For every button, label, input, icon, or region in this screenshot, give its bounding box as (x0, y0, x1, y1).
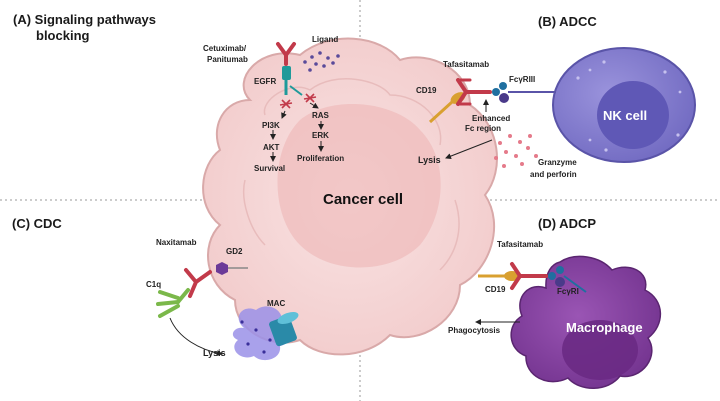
macrophage-label: Macrophage (566, 320, 643, 335)
nk-cell-label: NK cell (603, 108, 648, 123)
enhanced-label-1: Enhanced (472, 114, 511, 123)
akt-label: AKT (263, 143, 280, 152)
cancer-nucleus (277, 103, 441, 268)
ligand-label: Ligand (312, 35, 339, 44)
antibody-a-label-2: Panitumab (207, 55, 248, 64)
proliferation-label: Proliferation (297, 154, 345, 163)
survival-label: Survival (254, 164, 286, 173)
cancer-cell-label: Cancer cell (323, 191, 404, 208)
cd19-b-label: CD19 (416, 86, 437, 95)
ras-label: RAS (312, 111, 329, 120)
panel-a-title-line1: (A) Signaling pathways (13, 12, 157, 27)
mac-pore (269, 315, 297, 347)
cd19-d-label: CD19 (485, 285, 506, 294)
cancer-cell (202, 37, 498, 356)
gd2-label: GD2 (226, 247, 243, 256)
c1q-label: C1q (146, 280, 162, 289)
panel-a-graphics (270, 42, 340, 162)
panel-b-title: (B) ADCC (538, 14, 597, 29)
panel-a-title-line2: blocking (36, 28, 90, 43)
enhanced-label-2: Fc region (465, 124, 502, 133)
panel-b-graphics (428, 47, 696, 168)
lysis-c-label: Lysis (203, 348, 226, 358)
nk-nucleus (597, 81, 669, 149)
lysis-b-label: Lysis (418, 155, 441, 165)
granzyme-label-1: Granzyme (538, 158, 577, 167)
egfr-label: EGFR (254, 77, 277, 86)
antibody-c-label: Naxitamab (156, 238, 197, 247)
erk-label: ERK (312, 131, 329, 140)
panel-c-graphics (156, 262, 299, 361)
phagocytosis-label: Phagocytosis (448, 326, 501, 335)
antibody-b-label: Tafasitamab (443, 60, 490, 69)
antibody-d-label: Tafasitamab (497, 240, 544, 249)
mac-label: MAC (267, 299, 286, 308)
panel-d-title: (D) ADCP (538, 216, 597, 231)
granzyme-label-2: and perforin (530, 170, 577, 179)
antibody-a-label-1: Cetuximab/ (203, 44, 247, 53)
fcgriii-label: FcγRIII (509, 75, 536, 84)
c1q-complex (156, 288, 190, 318)
pi3k-label: PI3K (262, 121, 280, 130)
panel-d-graphics (475, 255, 662, 389)
ligand-dots (303, 51, 340, 72)
fcgri-label: FcγRI (557, 287, 579, 296)
panel-c-title: (C) CDC (12, 216, 62, 231)
